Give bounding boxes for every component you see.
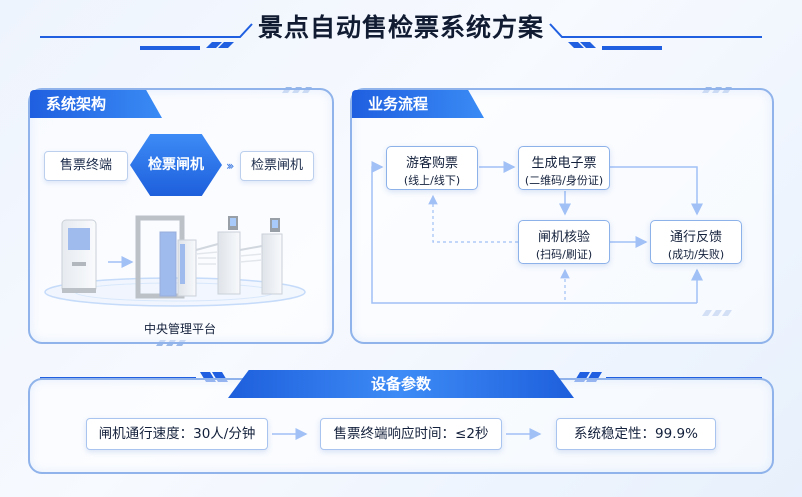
central-platform-label: 中央管理平台 [143,322,216,336]
step-subtitle: (成功/失败) [667,248,725,261]
architecture-panel [28,88,334,344]
step-title: 游客购票 [405,156,458,171]
page-title: 景点自动售检票系统方案 [257,13,544,42]
arch-node-gate-center: 检票闸机 [130,134,222,196]
step-subtitle: (扫码/刷证) [535,248,593,261]
chevron-right-icon: ››› [226,159,235,173]
param-stability: 系统稳定性：99.9% [556,418,716,450]
param-terminal-response: 售票终端响应时间：≤2秒 [320,418,502,450]
process-step-purchase: 游客购票 (线上/线下) [386,146,478,190]
step-subtitle: (线上/线下) [403,174,461,187]
process-step-gate-verify: 闸机核验 (扫码/刷证) [518,220,610,264]
param-gate-speed: 闸机通行速度：30人/分钟 [86,418,268,450]
process-step-pass-feedback: 通行反馈 (成功/失败) [650,220,742,264]
arch-node-ticket-terminal: 售票终端 [44,151,128,181]
architecture-section-label: 系统架构 [30,90,162,118]
params-section-label: 设备参数 [228,370,574,398]
step-subtitle: (二维码/身份证) [524,174,604,187]
step-title: 生成电子票 [531,156,597,171]
step-title: 闸机核验 [537,230,590,245]
process-section-label: 业务流程 [352,90,484,118]
process-panel [350,88,774,344]
arch-node-gate-right: 检票闸机 [240,151,314,181]
step-title: 通行反馈 [669,230,722,245]
process-step-generate-ticket: 生成电子票 (二维码/身份证) [518,146,610,190]
